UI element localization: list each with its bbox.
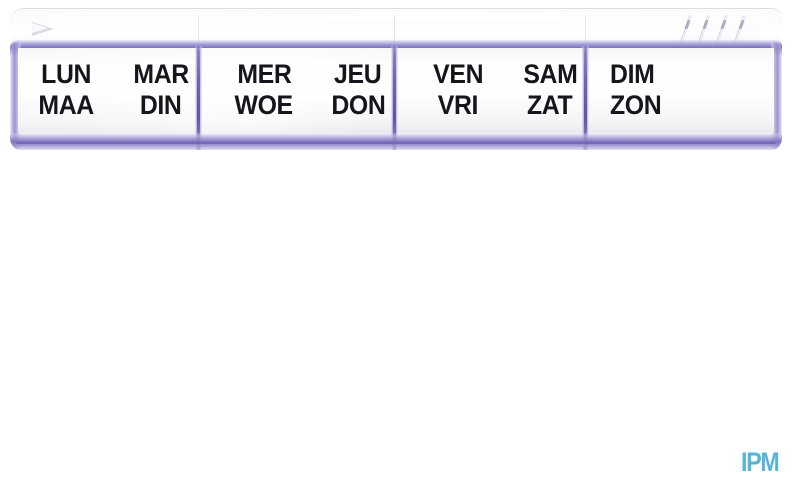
day-label-fr: MAR (133, 59, 189, 90)
compartment-sunday[interactable]: DIM ZON (600, 48, 784, 133)
box-base-edge-line (16, 142, 776, 144)
compartment-divider (195, 46, 202, 150)
compartment-thursday[interactable]: JEU DON (312, 48, 404, 133)
day-label-nl: MAA (38, 90, 94, 120)
compartment-friday[interactable]: VEN VRI (410, 48, 506, 133)
day-label-fr: VEN (433, 59, 483, 90)
lid-highlight (24, 12, 768, 21)
day-label-row: LUN MAA MAR DIN MER WOE JEU DON VEN VRI … (18, 48, 774, 133)
day-label-nl: WOE (234, 90, 294, 120)
lid-seam (198, 15, 199, 48)
day-label-fr: DIM (610, 59, 655, 90)
box-left-edge (10, 42, 21, 150)
lid-seam (394, 15, 395, 48)
day-label-nl: VRI (437, 90, 479, 120)
compartment-divider (391, 46, 398, 150)
day-label-fr: JEU (334, 59, 382, 90)
compartment-tuesday[interactable]: MAR DIN (114, 48, 208, 133)
open-direction-arrow-highlight (32, 23, 48, 33)
compartment-saturday[interactable]: SAM ZAT (504, 48, 596, 133)
day-label-nl: DON (330, 90, 386, 120)
day-label-fr: LUN (41, 59, 91, 90)
day-label-fr: MER (236, 59, 292, 90)
box-right-edge (771, 42, 782, 150)
ipm-logo-text: IPM (741, 447, 781, 477)
lid-seam (585, 15, 586, 48)
box-lower-rim (10, 133, 782, 150)
compartment-monday[interactable]: LUN MAA (18, 48, 114, 133)
divider-core (584, 50, 587, 146)
day-label-fr: SAM (522, 59, 578, 90)
ipm-logo: IPM (738, 449, 782, 476)
divider-core (197, 50, 200, 146)
day-label-nl: ZAT (527, 90, 573, 120)
pill-organizer-box: LUN MAA MAR DIN MER WOE JEU DON VEN VRI … (10, 8, 782, 150)
day-label-nl: DIN (140, 90, 182, 120)
compartment-divider (582, 46, 589, 150)
day-label-nl: ZON (610, 90, 662, 120)
compartment-wednesday[interactable]: MER WOE (216, 48, 312, 133)
divider-core (393, 50, 396, 146)
